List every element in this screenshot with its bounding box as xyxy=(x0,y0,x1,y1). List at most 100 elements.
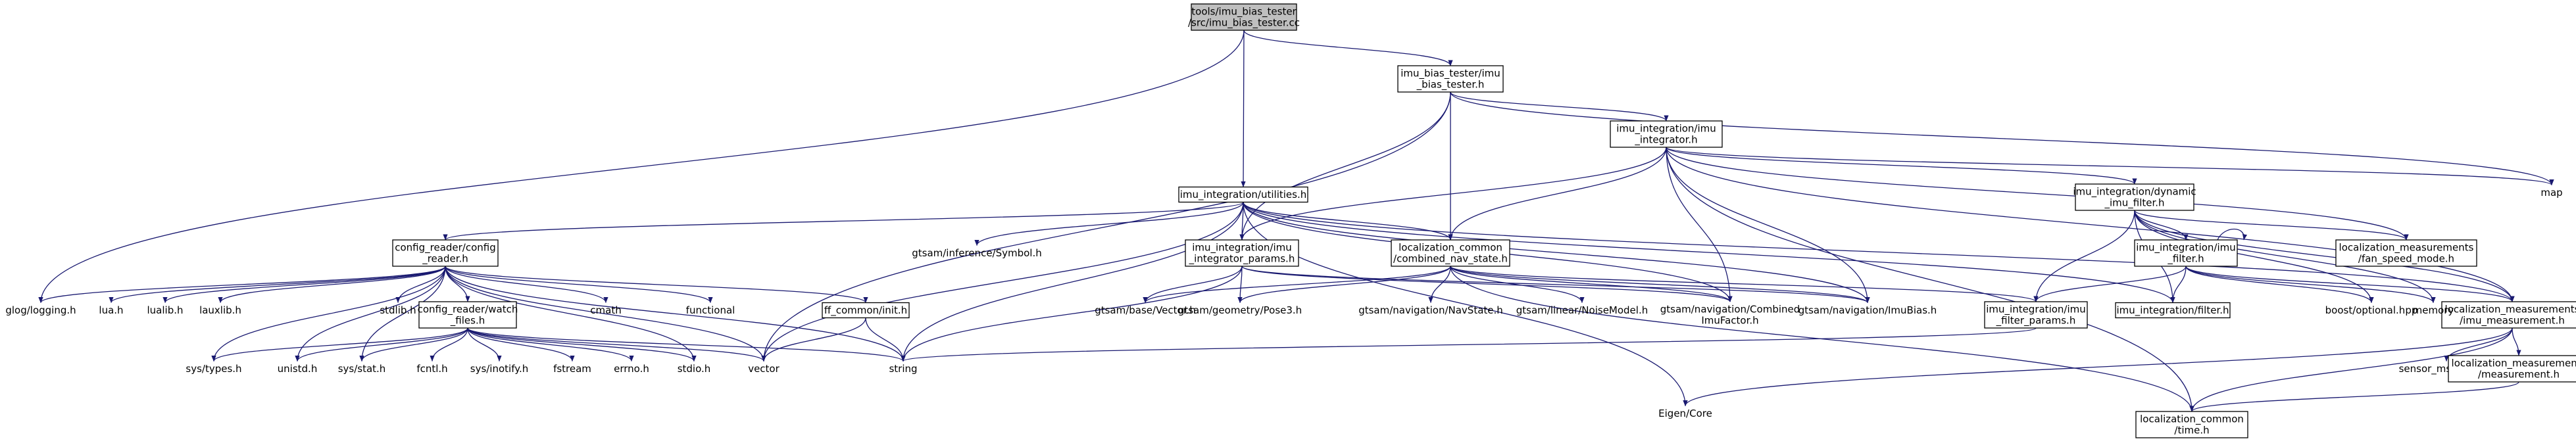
edge-arrow xyxy=(1448,147,1667,241)
edge-arrow xyxy=(1241,266,1733,302)
node-time-h[interactable]: localization_common/time.h xyxy=(2135,411,2248,438)
node-filter-h[interactable]: imu_integration/filter.h xyxy=(2115,302,2231,319)
edge-arrow xyxy=(2189,381,2519,412)
edge-imu-filter-h-to-memory xyxy=(2185,266,2436,303)
node-box xyxy=(2441,301,2576,329)
node-label: gtsam/linear/NoiseModel.h xyxy=(1516,304,1648,316)
edge-arrow xyxy=(1241,30,1246,187)
node-dynamic-filter-h[interactable]: imu_integration/dynamic_imu_filter.h xyxy=(2073,183,2196,211)
edge-imu-filter-h-to-imu-filter-h xyxy=(2217,229,2248,241)
edge-arrow xyxy=(467,327,634,362)
edge-arrow xyxy=(1243,202,1453,241)
node-box xyxy=(1185,239,1299,267)
node-label: lauxlib.h xyxy=(199,304,241,316)
edge-watch-files-h-to-inotify-h xyxy=(467,327,502,362)
node-label: gtsam/navigation/Combined xyxy=(1660,303,1800,315)
edge-arrow xyxy=(2512,327,2521,356)
edge-config-reader-h-to-watch-files-h xyxy=(445,266,470,302)
edge-arrow xyxy=(2185,266,2374,303)
node-label: Eigen/Core xyxy=(1658,408,1712,419)
edge-arrow xyxy=(2185,266,2515,302)
edge-utilities-h-to-imu-measurement-h xyxy=(1243,202,2515,302)
edge-config-reader-h-to-sys-types-h xyxy=(211,266,446,362)
node-label: _files.h xyxy=(450,314,485,327)
node-map: map xyxy=(2540,187,2562,199)
edge-combined-nav-state-h-to-pose3-h xyxy=(1237,266,1451,303)
node-label: ff_common/init.h xyxy=(824,304,907,317)
edge-utilities-h-to-imubias-h xyxy=(1243,202,1870,303)
edge-arrow xyxy=(1666,147,1870,303)
node-utilities-h[interactable]: imu_integration/utilities.h xyxy=(1178,186,1308,203)
node-string: string xyxy=(889,363,917,375)
node-label: sys/inotify.h xyxy=(470,363,529,375)
edge-arrow xyxy=(1666,147,2194,412)
node-lauxlib-h: lauxlib.h xyxy=(199,304,241,316)
node-init-h[interactable]: ff_common/init.h xyxy=(822,302,910,319)
edge-arrow xyxy=(761,91,1451,362)
edge-arrow xyxy=(1683,327,2513,406)
node-tester-h[interactable]: imu_bias_tester/imu_bias_tester.h xyxy=(1397,65,1504,93)
edge-arrow xyxy=(445,266,868,304)
edge-combined-nav-state-h-to-vector-h xyxy=(1143,266,1451,303)
node-label: unistd.h xyxy=(278,363,318,375)
edge-integrator-h-to-combined-imu-factor-h xyxy=(1666,147,1733,302)
edge-arrow xyxy=(1241,266,1870,304)
edge-arrow xyxy=(1428,266,1451,303)
edge-utilities-h-to-string xyxy=(901,202,1244,362)
edge-tester-h-to-map xyxy=(1450,91,2554,185)
edge-integrator-params-h-to-vector-h xyxy=(1143,266,1243,303)
node-label: ImuFactor.h xyxy=(1701,314,1758,326)
node-combined-nav-state-h[interactable]: localization_common/combined_nav_state.h xyxy=(1391,239,1510,267)
node-label: glog/logging.h xyxy=(5,304,76,316)
edge-arrow xyxy=(211,327,468,362)
node-label: gtsam/base/Vector.h xyxy=(1095,304,1196,316)
edge-arrow xyxy=(445,266,608,303)
edge-arrow xyxy=(1666,147,1733,302)
edge-utilities-h-to-config-reader-h xyxy=(443,201,1244,241)
node-label: sys/types.h xyxy=(186,363,241,375)
node-label: lualib.h xyxy=(147,304,184,316)
edge-root-to-utilities-h xyxy=(1241,30,1246,187)
edge-init-h-to-vector xyxy=(761,317,866,362)
edge-arrow xyxy=(1666,147,2554,186)
edge-arrow xyxy=(865,317,906,362)
node-box xyxy=(1391,239,1510,267)
edge-imu-filter-params-h-to-string xyxy=(901,327,2037,362)
node-integrator-params-h[interactable]: imu_integration/imu_integrator_params.h xyxy=(1185,239,1299,267)
node-label: boost/optional.hpp xyxy=(2325,304,2418,316)
edge-watch-files-h-to-unistd-h xyxy=(295,327,468,362)
edge-arrow xyxy=(1666,147,2515,302)
node-imu-filter-params-h[interactable]: imu_integration/imu_filter_params.h xyxy=(1984,301,2088,329)
node-imu-filter-h[interactable]: imu_integration/imu_filter.h xyxy=(2134,239,2238,267)
edge-arrow xyxy=(2170,266,2187,303)
edge-arrow xyxy=(1450,266,1870,304)
node-watch-files-h[interactable]: config_reader/watch_files.h xyxy=(418,301,518,329)
node-fan-speed-mode-h[interactable]: localization_measurements/fan_speed_mode… xyxy=(2335,239,2477,267)
edge-arrow xyxy=(430,327,468,362)
node-sys-types-h: sys/types.h xyxy=(186,363,241,375)
node-root[interactable]: tools/imu_bias_tester/src/imu_bias_teste… xyxy=(1188,3,1300,31)
node-functional: functional xyxy=(686,304,735,316)
node-config-reader-h[interactable]: config_reader/config_reader.h xyxy=(392,239,499,267)
edge-imu-measurement-h-to-time-h xyxy=(2189,327,2513,412)
node-box xyxy=(822,302,910,319)
edge-imu-measurement-h-to-measurement-h xyxy=(2512,327,2521,356)
edge-arrow xyxy=(2217,229,2248,241)
node-imu-measurement-h[interactable]: localization_measurements/imu_measuremen… xyxy=(2441,301,2576,329)
node-measurement-h[interactable]: localization_measurements/measurement.h xyxy=(2448,355,2576,383)
edge-utilities-h-to-vector xyxy=(761,202,1244,362)
edge-measurement-h-to-time-h xyxy=(2189,381,2519,412)
edge-arrow xyxy=(38,30,1245,303)
node-label: /time.h xyxy=(2174,424,2209,436)
node-label: fstream xyxy=(553,363,591,375)
node-memory: memory xyxy=(2413,304,2454,316)
edge-watch-files-h-to-fcntl-h xyxy=(430,327,468,362)
node-label: functional xyxy=(686,304,735,316)
node-label: gtsam/navigation/ImuBias.h xyxy=(1798,304,1937,316)
node-label: /fan_speed_mode.h xyxy=(2358,252,2454,265)
node-integrator-h[interactable]: imu_integration/imu_integrator.h xyxy=(1610,120,1723,148)
node-box xyxy=(1178,186,1308,203)
edge-arrow xyxy=(761,317,866,362)
edge-arrow xyxy=(467,327,697,362)
edge-arrow xyxy=(443,201,1244,241)
